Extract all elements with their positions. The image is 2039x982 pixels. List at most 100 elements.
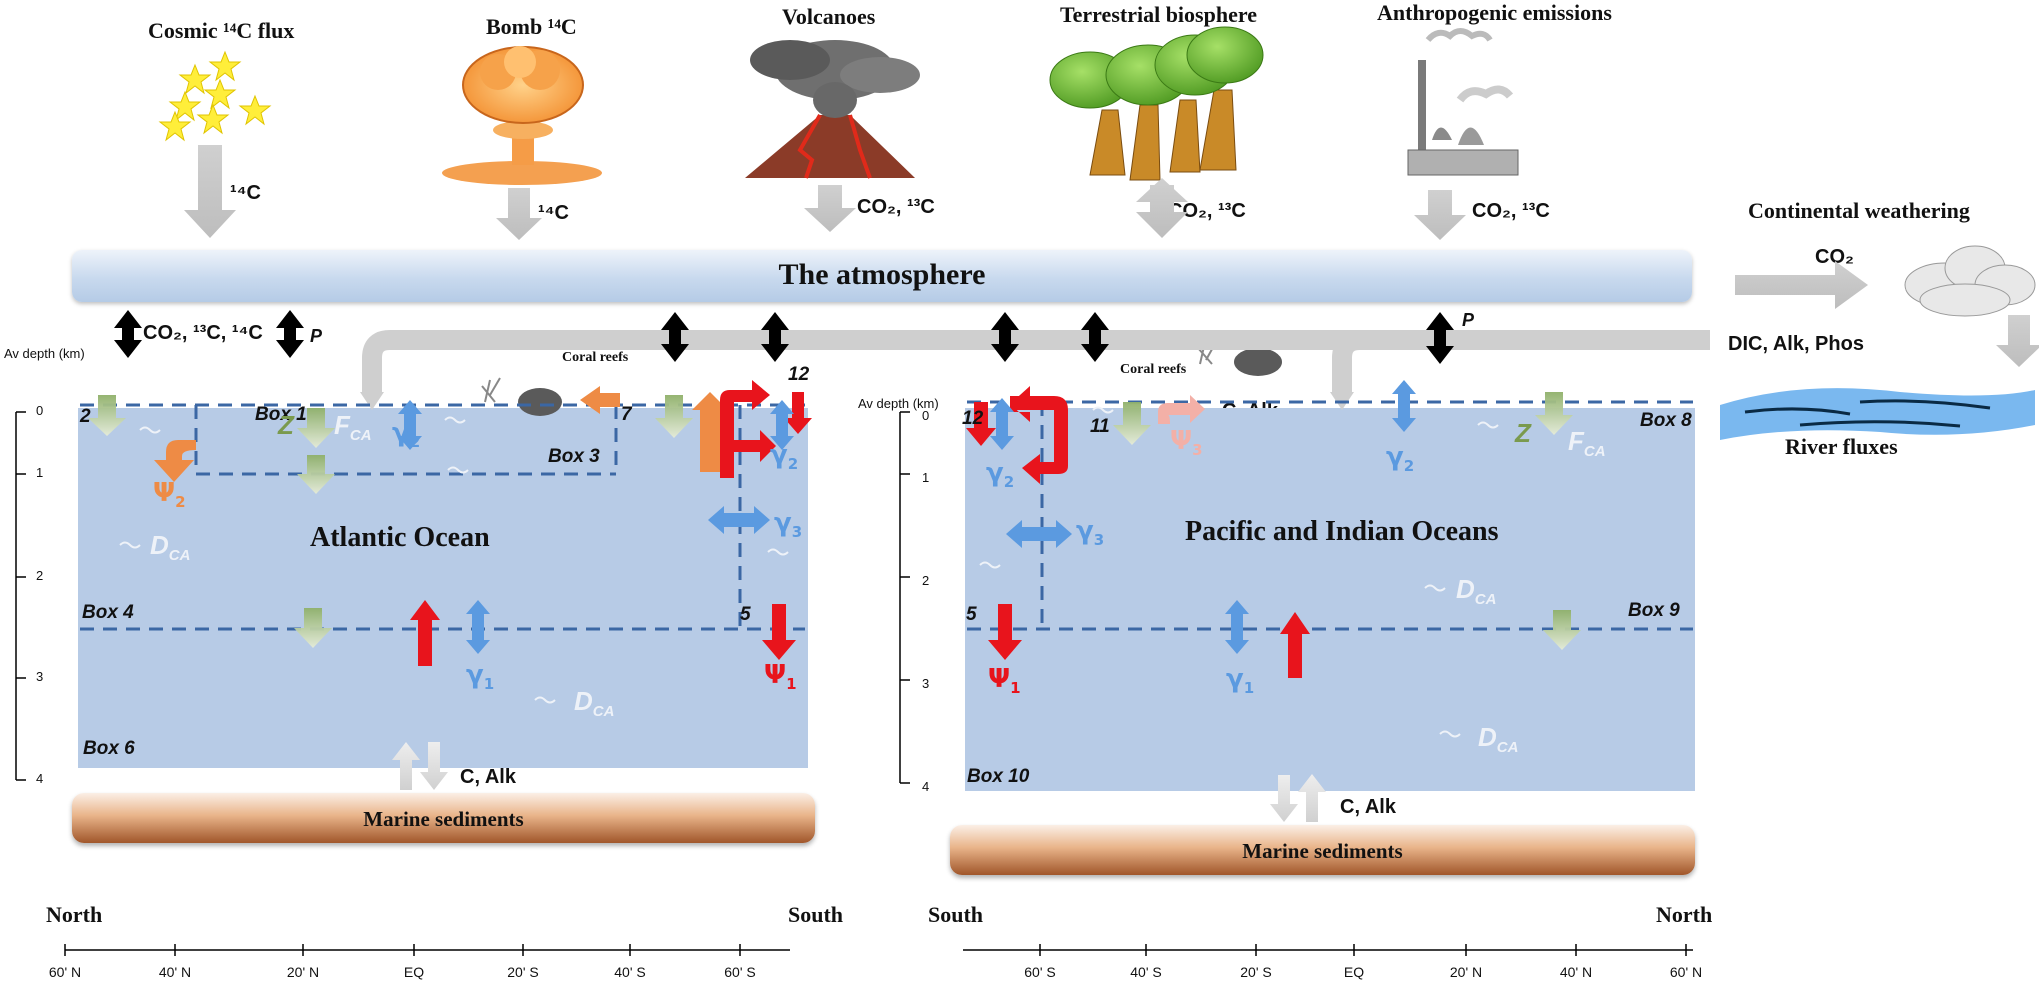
latitude-axis-right [963,944,1693,956]
psi-1-atlantic-label: Ψ1 [764,660,797,694]
gamma-3-atlantic-label: γ3 [774,508,803,542]
cosmic-c14-label: ¹⁴C [230,182,261,204]
terrestrial-biosphere-title: Terrestrial biosphere [1060,2,1257,27]
depth-tick-left-2: 2 [36,568,44,583]
depth-tick-left-1: 1 [36,465,44,480]
f-ca-label-atlantic: FCA [334,410,372,445]
depth-tick-left-3: 3 [36,669,44,684]
wave-marks [119,406,1499,738]
box-4-label: Box 4 [82,602,134,623]
lat-left-6: 60' S [724,964,756,980]
depth-tick-right-2: 2 [922,573,930,588]
biosphere-flux-label: CO₂, ¹³C [1168,200,1246,222]
lat-right-5: 40' N [1559,964,1593,980]
north-label-right: North [1656,902,1713,927]
lat-left-0: 60' N [48,964,82,980]
box-7-number: 7 [621,404,632,425]
atlantic-box-lines [80,403,805,631]
phosphorus-label-left: P [310,326,323,346]
lat-right-2: 20' S [1240,964,1272,980]
gamma-3-pacific-label: γ3 [1076,516,1105,550]
pacific-ocean-label: Pacific and Indian Oceans [1185,516,1499,547]
bomb-c14-title: Bomb ¹⁴C [486,14,577,39]
box-3-label: Box 3 [548,446,600,467]
lat-left-4: 20' S [507,964,539,980]
lat-left-3: EQ [403,964,425,980]
marine-sediments-pacific: Marine sediments [950,825,1695,875]
marine-sediments-atlantic: Marine sediments [72,793,815,843]
d-ca-label-pacific-lower: DCA [1478,722,1519,757]
d-ca-label-atlantic-lower: DCA [574,686,615,721]
volcano-icon [745,40,920,179]
psi-circulation-arrows [410,380,1310,678]
psi-1-pacific-label: Ψ1 [988,664,1021,698]
orange-circulation-arrows [154,386,728,482]
gamma-2-pacific-label: γ2 [1386,442,1415,476]
atmosphere-label: The atmosphere [778,258,986,291]
depth-tick-right-4: 4 [922,779,930,794]
box-9-label: Box 9 [1628,600,1680,621]
south-label-right: South [928,902,984,927]
box-6-label: Box 6 [83,738,135,759]
box-5-number-pacific: 5 [966,604,977,625]
lat-right-1: 40' S [1130,964,1162,980]
anthro-flux-label: CO₂, ¹³C [1472,200,1550,222]
latitude-axis-left [64,944,790,956]
bomb-c14-label: ¹⁴C [538,202,569,224]
depth-axis-left [15,411,26,781]
volcanoes-title: Volcanoes [782,4,876,29]
coral-reef-icon-atlantic [481,377,562,416]
export-production-arrows [88,392,1581,650]
depth-tick-left-4: 4 [36,771,44,786]
sediment-c-alk-label-atlantic: C, Alk [460,766,516,788]
weathering-co2-label: CO₂ [1815,246,1854,268]
depth-axis-title-left: Av depth (km) [4,346,85,361]
d-ca-label-atlantic-upper: DCA [150,530,191,565]
coral-reefs-label-atlantic: Coral reefs [562,350,629,365]
terrestrial-trees-icon [1049,26,1264,181]
d-ca-label-pacific-upper: DCA [1456,574,1497,609]
sediment-exchange-arrows [392,742,1326,822]
pacific-box-lines [967,400,1693,631]
atlantic-ocean-label: Atlantic Ocean [310,522,490,553]
atlantic-ocean-box [78,408,808,768]
river-fluxes-title: River fluxes [1785,434,1898,459]
depth-axis-title-right: Av depth (km) [858,396,939,411]
box-5-number-atlantic: 5 [740,604,751,625]
box-10-label: Box 10 [967,766,1030,787]
lat-right-3: EQ [1343,964,1365,980]
river-dic-alk-phos-label: DIC, Alk, Phos [1728,333,1864,355]
source-arrows [184,145,2039,367]
phosphorus-label-right: P [1462,310,1475,330]
depth-tick-right-1: 1 [922,470,930,485]
lat-right-0: 60' S [1024,964,1056,980]
river-water-icon [1720,388,2035,440]
weathering-cloud-icon [1904,245,2036,317]
psi3-faded-arrow [1158,395,1205,424]
air-sea-flux-label: CO₂, ¹³C, ¹⁴C [143,322,263,344]
f-ca-label-pacific: FCA [1568,426,1606,461]
psi-3-label: Ψ3 [1170,426,1203,460]
marine-sediments-label: Marine sediments [1242,839,1403,863]
z-label-pacific: Z [1515,418,1531,448]
lat-left-2: 20' N [286,964,320,980]
gamma-1-atlantic-label: γ1 [466,660,495,694]
depth-tick-right-3: 3 [922,676,930,691]
box-2-number: 2 [80,406,91,427]
south-label-left: South [788,902,844,927]
gamma-1-pacific-label: γ1 [1226,664,1255,698]
cosmic-stars-icon [158,50,272,142]
anthropogenic-emissions-title: Anthropogenic emissions [1377,0,1612,25]
z-label-atlantic: Z [278,410,294,440]
factory-icon [1407,28,1519,176]
box-12-number-pacific: 12 [962,408,984,429]
pacific-ocean-box [965,408,1695,791]
depth-tick-right-0: 0 [922,408,930,423]
lat-right-4: 20' N [1449,964,1483,980]
depth-tick-left-0: 0 [36,403,44,418]
continental-weathering-title: Continental weathering [1748,198,1970,223]
gamma-2-box12-pacific-label: γ2 [986,458,1015,492]
bomb-mushroom-cloud-icon [442,46,602,185]
psi-2-label: Ψ2 [153,478,186,512]
